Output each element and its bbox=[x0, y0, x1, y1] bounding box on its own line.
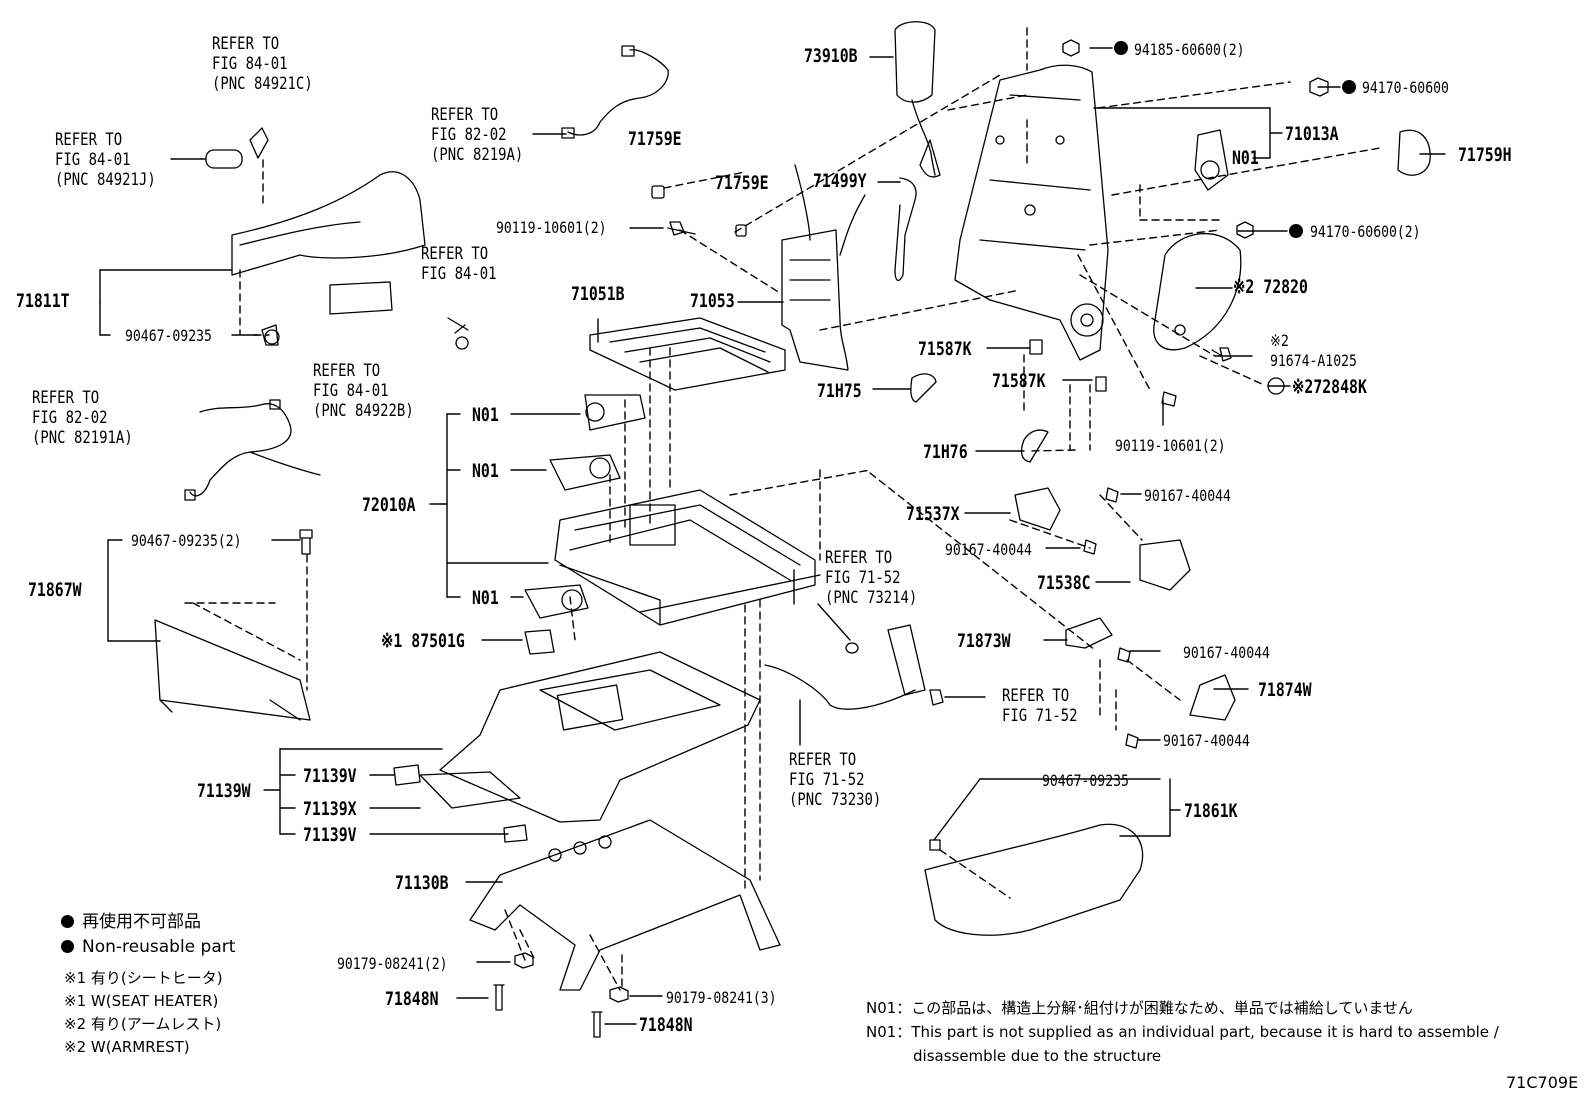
n01-note-en-1: N01：This part is not supplied as an indi… bbox=[866, 1023, 1499, 1041]
part-N01-3: N01 bbox=[472, 587, 499, 609]
part-71759H: 71759H bbox=[1458, 144, 1512, 166]
part-87501G: ※1 87501G bbox=[381, 630, 465, 652]
part-72010A: 72010A bbox=[362, 494, 416, 516]
part-71051B: 71051B bbox=[571, 283, 625, 305]
part-71499Y: 71499Y bbox=[813, 170, 867, 192]
part-71139X: 71139X bbox=[303, 798, 357, 820]
part-90467-09235-2: 90467-09235(2) bbox=[131, 531, 242, 550]
part-90467-09235-b: 90467-09235 bbox=[1042, 771, 1129, 790]
bullet-dot bbox=[61, 915, 74, 928]
part-94170-60600-2: 94170-60600(2) bbox=[1310, 222, 1421, 241]
part-90467-09235-a: 90467-09235 bbox=[125, 326, 212, 345]
part-71139V-b: 71139V bbox=[303, 824, 357, 846]
part-71H76: 71H76 bbox=[923, 441, 968, 463]
part-71759E-b: 71759E bbox=[715, 172, 769, 194]
part-71861K: 71861K bbox=[1184, 800, 1238, 822]
bullet-dot bbox=[61, 940, 74, 953]
nonreusable-dots bbox=[1114, 41, 1356, 238]
part-N01-1: N01 bbox=[472, 404, 499, 426]
part-71538C: 71538C bbox=[1037, 572, 1091, 594]
part-94170-60600: 94170-60600 bbox=[1362, 78, 1449, 97]
part-72848K: ※272848K bbox=[1292, 376, 1367, 398]
part-71139W: 71139W bbox=[197, 780, 251, 802]
legend-note1-jp: ※1 有り(シートヒータ) bbox=[64, 969, 223, 987]
part-71759E-a: 71759E bbox=[628, 128, 682, 150]
part-73910B: 73910B bbox=[804, 45, 858, 67]
diagram-code: 71C709E bbox=[1506, 1073, 1579, 1092]
part-N01-top: N01 bbox=[1232, 147, 1259, 169]
legend-nonreusable-en: Non-reusable part bbox=[61, 936, 235, 958]
part-71587K-a: 71587K bbox=[918, 338, 972, 360]
n01-note-en-2: disassemble due to the structure bbox=[913, 1047, 1162, 1065]
part-71848N-b: 71848N bbox=[639, 1014, 693, 1036]
leader-lines bbox=[99, 47, 1446, 1025]
part-71H75: 71H75 bbox=[817, 380, 862, 402]
part-71053: 71053 bbox=[690, 290, 735, 312]
part-71867W: 71867W bbox=[28, 579, 82, 601]
part-71874W: 71874W bbox=[1258, 679, 1312, 701]
part-71013A: 71013A bbox=[1285, 123, 1339, 145]
legend-nonreusable-jp: 再使用不可部品 bbox=[61, 911, 201, 933]
part-71811T: 71811T bbox=[16, 290, 70, 312]
part-90179-08241-2: 90179-08241(2) bbox=[337, 954, 448, 973]
legend-note2-jp: ※2 有り(アームレスト) bbox=[64, 1015, 222, 1033]
legend-note2-en: ※2 W(ARMREST) bbox=[64, 1038, 190, 1056]
part-90119-10601-2-a: 90119-10601(2) bbox=[496, 218, 607, 237]
legend-note1-en: ※1 W(SEAT HEATER) bbox=[64, 992, 219, 1010]
part-71848N-a: 71848N bbox=[385, 988, 439, 1010]
part-71587K-b: 71587K bbox=[992, 370, 1046, 392]
part-90167-40044-c: 90167-40044 bbox=[1183, 643, 1270, 662]
part-90179-08241-3: 90179-08241(3) bbox=[666, 988, 777, 1007]
part-72820: ※2 72820 bbox=[1233, 276, 1308, 298]
part-shapes bbox=[154, 21, 1431, 1038]
part-71873W: 71873W bbox=[957, 630, 1011, 652]
part-71130B: 71130B bbox=[395, 872, 449, 894]
note2-mark: ※2 bbox=[1233, 276, 1255, 298]
part-71139V-a: 71139V bbox=[303, 765, 357, 787]
part-90167-40044-a: 90167-40044 bbox=[1144, 486, 1231, 505]
part-94185-60600-2: 94185-60600(2) bbox=[1134, 40, 1245, 59]
dashed-guides bbox=[184, 27, 1381, 991]
part-71537X: 71537X bbox=[906, 503, 960, 525]
part-N01-2: N01 bbox=[472, 460, 499, 482]
n01-note-jp: N01：この部品は、構造上分解･組付けが困難なため、単品では補給していません bbox=[866, 999, 1413, 1017]
part-90167-40044-d: 90167-40044 bbox=[1163, 731, 1250, 750]
part-90167-40044-b: 90167-40044 bbox=[945, 540, 1032, 559]
part-90119-10601-2-b: 90119-10601(2) bbox=[1115, 436, 1226, 455]
